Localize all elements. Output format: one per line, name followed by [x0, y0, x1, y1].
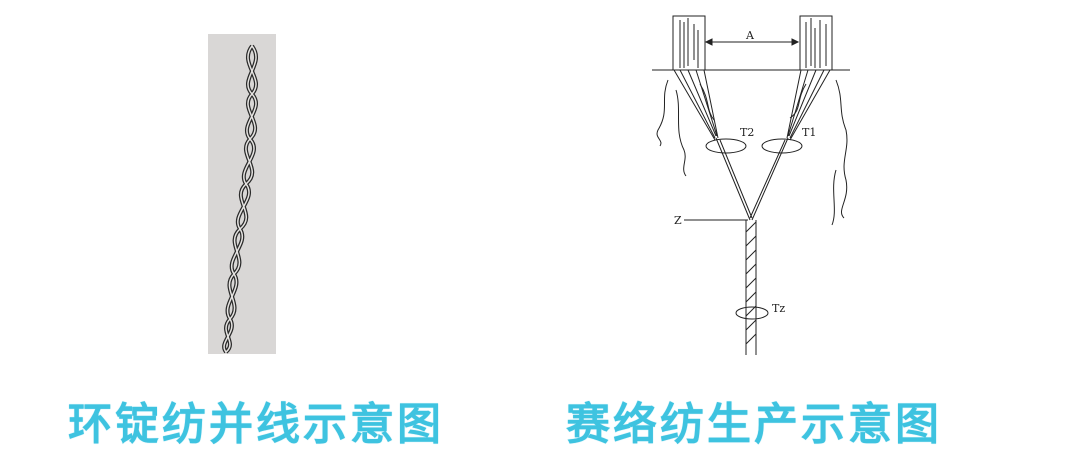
left-caption: 环锭纺并线示意图 — [68, 399, 444, 450]
label-tz: Tz — [772, 302, 785, 315]
twisted-yarn-illustration — [222, 44, 259, 354]
right-caption: 赛络纺生产示意图 — [566, 399, 942, 450]
label-t2: T2 — [740, 126, 754, 139]
label-spacing: A — [745, 29, 755, 42]
label-z: Z — [674, 214, 682, 227]
siro-spinning-diagram: A T2 T1 Z Tz — [640, 10, 860, 364]
plied-yarn-photo — [208, 34, 276, 354]
label-t1: T1 — [802, 126, 816, 139]
